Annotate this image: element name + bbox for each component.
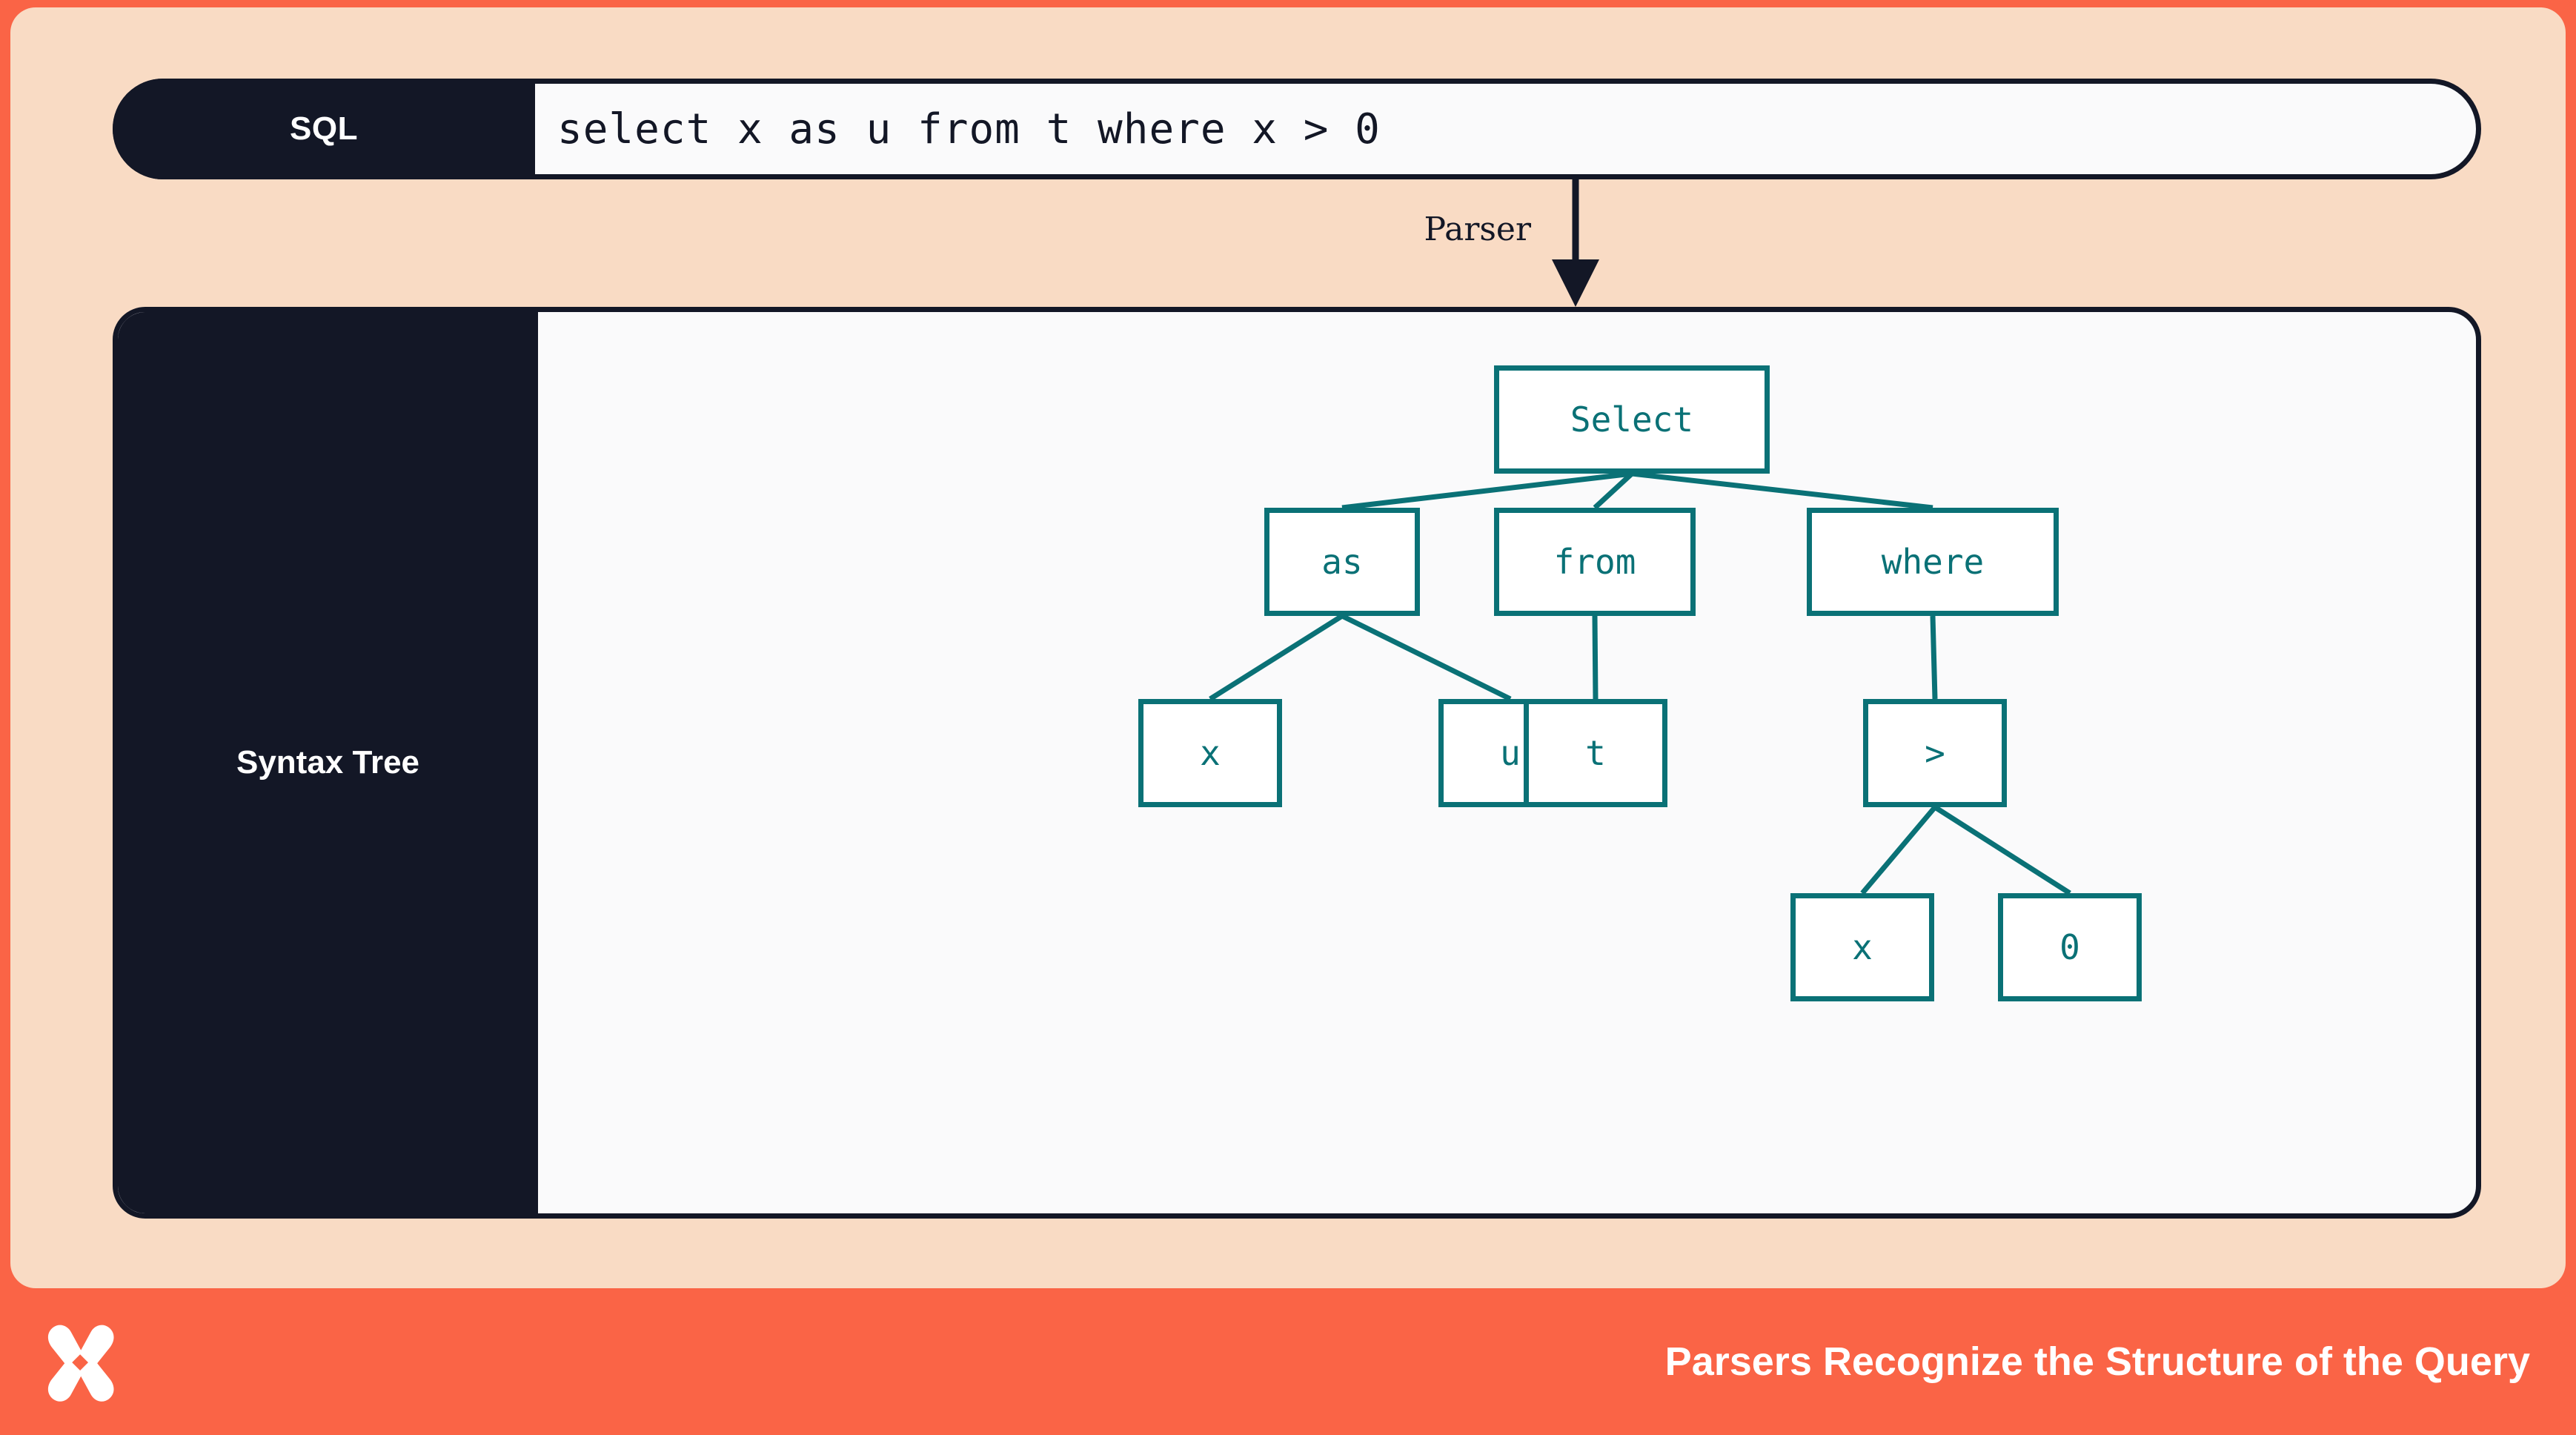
- content-card: SQL select x as u from t where x > 0 Par…: [10, 7, 2566, 1288]
- tree-node-from_t[interactable]: t: [1524, 699, 1667, 807]
- arrow-down-icon: [1552, 179, 1599, 307]
- sql-input-row[interactable]: SQL select x as u from t where x > 0: [113, 79, 2481, 179]
- tree-edge-from-from_t: [1592, 615, 1599, 700]
- tree-edge-gt-gt_0: [1933, 805, 2071, 895]
- tree-node-select[interactable]: Select: [1494, 365, 1770, 474]
- tree-edge-as-as_u: [1341, 613, 1512, 702]
- tree-edge-layer: [1209, 471, 2071, 895]
- syntax-tree-label: Syntax Tree: [236, 744, 420, 781]
- tree-node-from[interactable]: from: [1494, 508, 1696, 616]
- tree-edge-select-where: [1631, 471, 1933, 511]
- syntax-tree-sidebar: Syntax Tree: [118, 312, 538, 1213]
- sql-label-chip: SQL: [113, 79, 535, 179]
- tree-node-gt_0[interactable]: 0: [1998, 893, 2142, 1001]
- tree-node-gt_x[interactable]: x: [1790, 893, 1934, 1001]
- parser-label: Parser: [1424, 211, 1531, 248]
- tree-node-gt[interactable]: >: [1863, 699, 2007, 807]
- parser-arrow-group: Parser: [1404, 179, 1700, 311]
- tree-node-as_x[interactable]: x: [1138, 699, 1282, 807]
- tree-edge-as-as_x: [1209, 614, 1344, 701]
- footer-caption: Parsers Recognize the Structure of the Q…: [1664, 1339, 2530, 1384]
- footer-bar: Parsers Recognize the Structure of the Q…: [0, 1288, 2576, 1435]
- x-logo-icon: [47, 1325, 114, 1402]
- tree-node-where[interactable]: where: [1807, 508, 2059, 616]
- tree-edge-where-gt: [1930, 615, 1938, 700]
- tree-node-as[interactable]: as: [1264, 508, 1420, 616]
- tree-edge-gt-gt_x: [1860, 805, 1937, 895]
- tree-edge-select-as: [1341, 471, 1633, 511]
- sql-label: SQL: [290, 110, 358, 147]
- tree-edge-select-from: [1593, 471, 1634, 510]
- sql-query-text[interactable]: select x as u from t where x > 0: [557, 105, 1381, 153]
